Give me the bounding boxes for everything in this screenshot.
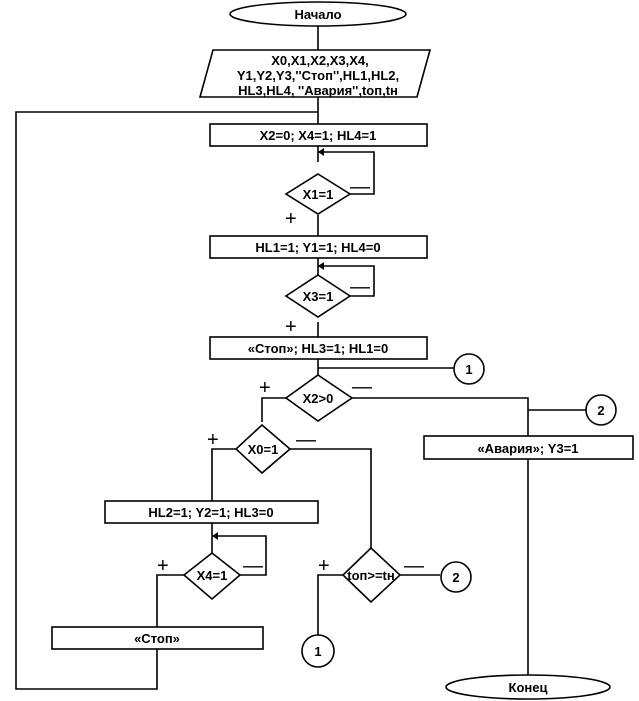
sign-x3-plus: + xyxy=(285,316,297,338)
process-hl2: HL2=1; Y2=1; HL3=0 xyxy=(104,500,319,524)
process-stop: «Стоп»; HL3=1; HL1=0 xyxy=(209,336,428,360)
process-hl2-label: HL2=1; Y2=1; HL3=0 xyxy=(148,505,273,520)
sign-x2-plus: + xyxy=(259,377,271,399)
line-x2-plus xyxy=(261,397,286,422)
sign-x2-minus: — xyxy=(352,376,372,398)
return-loop-line xyxy=(15,111,318,690)
process-hl1-label: HL1=1; Y1=1; HL4=0 xyxy=(255,240,380,255)
sign-x4-plus: + xyxy=(157,555,169,577)
connector-1-top: 1 xyxy=(453,353,485,385)
start-label: Начало xyxy=(294,7,341,22)
decision-x3-label: X3=1 xyxy=(303,289,334,304)
decision-timer-label: tоп>=tн xyxy=(347,568,395,583)
process-hl1: HL1=1; Y1=1; HL4=0 xyxy=(209,235,428,259)
process-init-label: X2=0; X4=1; HL4=1 xyxy=(260,128,377,143)
start-terminator: Начало xyxy=(229,1,407,27)
decision-x0: X0=1 xyxy=(234,423,292,475)
loop-x1-arrowhead xyxy=(318,148,324,156)
sign-x0-plus: + xyxy=(207,429,219,451)
line-x0-minus xyxy=(290,448,372,548)
sign-timer-plus: + xyxy=(318,555,330,577)
line-x2-minus xyxy=(352,397,529,436)
decision-x2-label: X2>0 xyxy=(303,391,334,406)
sign-x3-minus: — xyxy=(350,276,370,298)
io-line-2: Y1,Y2,Y3,''Стоп'',HL1,HL2, xyxy=(237,68,399,83)
connector-2-bottom-label: 2 xyxy=(452,570,459,585)
connector-2-top: 2 xyxy=(585,394,617,426)
end-label: Конец xyxy=(509,680,548,695)
process-stop-label: «Стоп»; HL3=1; HL1=0 xyxy=(248,341,388,356)
loop-x3-arrowhead xyxy=(318,262,324,270)
connector-1-top-label: 1 xyxy=(465,362,472,377)
connector-1-bottom-label: 1 xyxy=(314,644,321,659)
line-timer-plus xyxy=(317,574,343,635)
io-block: X0,X1,X2,X3,X4, Y1,Y2,Y3,''Стоп'',HL1,HL… xyxy=(198,49,432,98)
line-x0-plus xyxy=(211,448,236,501)
sign-x1-minus: — xyxy=(350,176,370,198)
loop-x4-minus xyxy=(212,535,267,576)
process-init: X2=0; X4=1; HL4=1 xyxy=(209,123,428,147)
process-stop-final-label: «Стоп» xyxy=(134,631,180,646)
loop-x3-minus xyxy=(318,265,375,297)
decision-timer: tоп>=tн xyxy=(341,546,402,604)
connector-2-bottom: 2 xyxy=(440,561,472,593)
io-line-3: HL3,HL4, ''Авария'',tоп,tн xyxy=(238,83,398,98)
decision-x2: X2>0 xyxy=(284,374,354,422)
sign-x4-minus: — xyxy=(243,555,263,577)
sign-x1-plus: + xyxy=(285,208,297,230)
loop-x4-arrowhead xyxy=(212,532,218,540)
connector-1-bottom: 1 xyxy=(301,634,335,668)
decision-x3: X3=1 xyxy=(284,274,352,318)
line-x4-plus xyxy=(156,574,184,627)
process-stop-final: «Стоп» xyxy=(51,626,264,650)
io-line-1: X0,X1,X2,X3,X4, xyxy=(271,53,369,68)
decision-x4: X4=1 xyxy=(182,551,242,601)
decision-x4-label: X4=1 xyxy=(197,568,228,583)
end-terminator: Конец xyxy=(445,674,611,700)
decision-x1-label: X1=1 xyxy=(303,187,334,202)
loop-x1-minus xyxy=(318,151,375,195)
process-alarm: «Авария»; Y3=1 xyxy=(423,435,634,460)
decision-x1: X1=1 xyxy=(284,173,352,215)
sign-x0-minus: — xyxy=(296,429,316,451)
process-alarm-label: «Авария»; Y3=1 xyxy=(477,441,578,456)
sign-timer-minus: — xyxy=(404,555,424,577)
connector-2-top-label: 2 xyxy=(597,403,604,418)
decision-x0-label: X0=1 xyxy=(248,442,279,457)
